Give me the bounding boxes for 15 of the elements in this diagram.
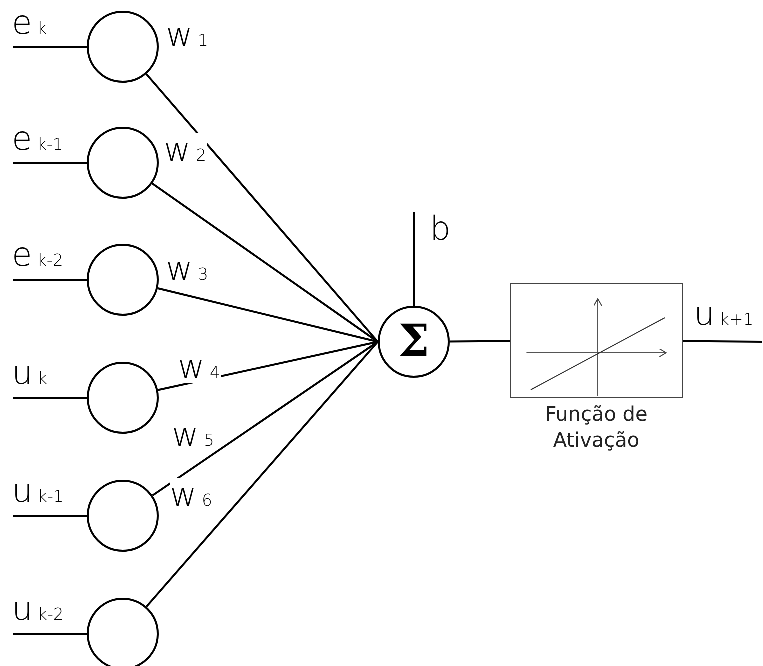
connector-line [13, 46, 87, 48]
connector-line [13, 633, 87, 635]
connector-line [146, 341, 379, 608]
connector-line [413, 212, 415, 306]
connector-line [13, 279, 87, 281]
connector-line [158, 341, 378, 392]
connector-line [13, 162, 87, 164]
sigma-symbol: Σ [398, 320, 430, 364]
connector-line [450, 340, 510, 343]
connector-line [683, 340, 762, 343]
connector-line [13, 515, 87, 517]
connector-line [146, 74, 379, 343]
connector-line [158, 288, 378, 343]
node-caption: Função de Ativação [544, 401, 649, 453]
connector-line [13, 397, 87, 399]
